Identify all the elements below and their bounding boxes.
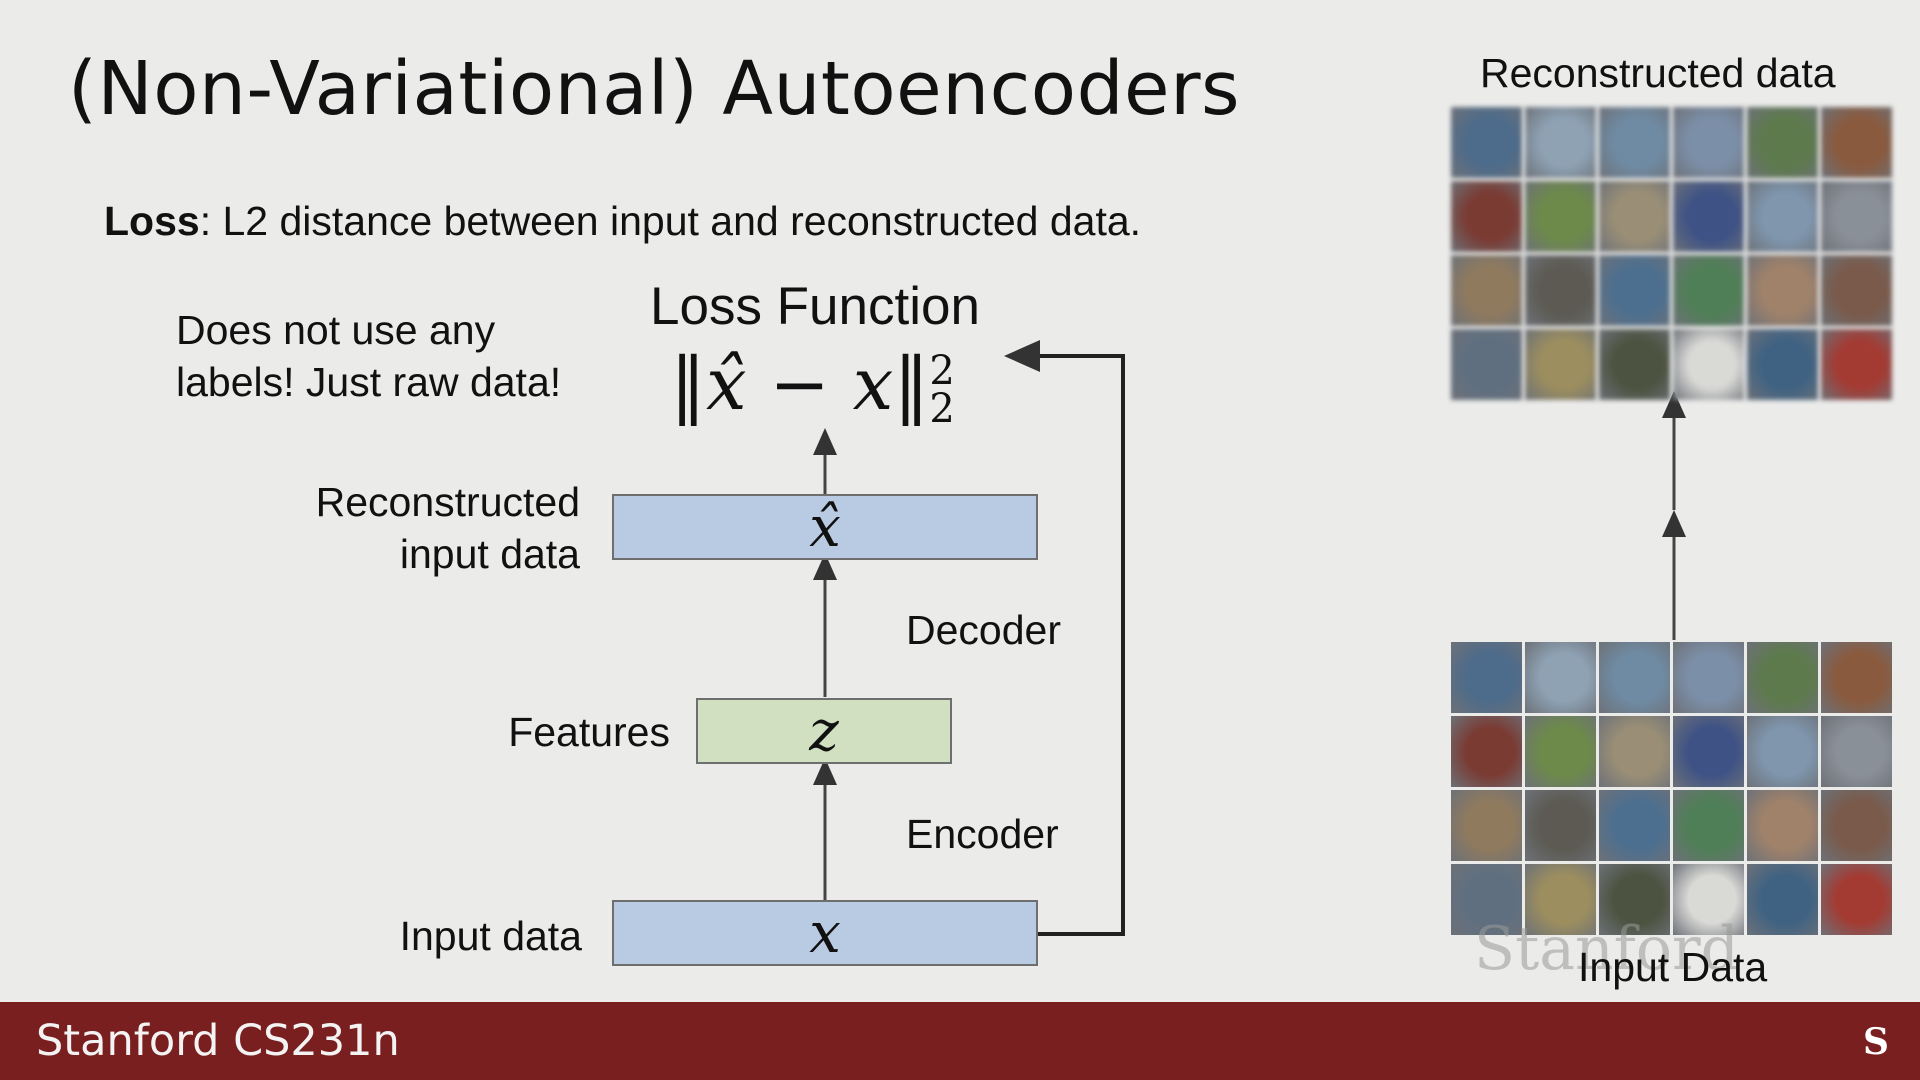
loss-description: Loss: L2 distance between input and reco… <box>104 198 1141 245</box>
encoder-label: Encoder <box>906 811 1059 857</box>
thumbnail-image <box>1747 107 1818 178</box>
loss-label: Loss <box>104 198 200 244</box>
no-labels-note: Does not use any labels! Just raw data! <box>176 304 561 408</box>
input-feedback-arrow <box>1004 340 1125 936</box>
reconstructed-data-title: Reconstructed data <box>1480 50 1836 96</box>
thumbnail-image <box>1451 642 1522 713</box>
thumbnail-image <box>1599 790 1670 861</box>
thumbnail-image <box>1673 716 1744 787</box>
thumbnail-image <box>1525 329 1596 400</box>
input-image-grid <box>1451 642 1892 935</box>
thumbnail-image <box>1821 716 1892 787</box>
thumbnail-image <box>1525 255 1596 326</box>
reconstructed-label-line-1: Reconstructed <box>315 479 580 525</box>
course-title: Stanford CS231n <box>36 1016 400 1066</box>
thumbnail-image <box>1673 181 1744 252</box>
thumbnail-image <box>1451 181 1522 252</box>
thumbnail-image <box>1747 716 1818 787</box>
thumbnail-image <box>1525 864 1596 935</box>
thumbnail-image <box>1673 642 1744 713</box>
thumbnail-image <box>1821 642 1892 713</box>
thumbnail-image <box>1747 790 1818 861</box>
thumbnail-image <box>1747 642 1818 713</box>
thumbnail-image <box>1747 329 1818 400</box>
features-box: z <box>696 698 952 764</box>
thumbnail-image <box>1599 107 1670 178</box>
thumbnail-image <box>1599 255 1670 326</box>
thumbnail-image <box>1525 107 1596 178</box>
thumbnail-image <box>1821 864 1892 935</box>
input-data-title: Input Data <box>1578 944 1768 990</box>
thumbnail-image <box>1525 181 1596 252</box>
reconstructed-image-grid <box>1451 107 1892 400</box>
formula-superscript: 2 <box>929 348 955 394</box>
thumbnail-image <box>1525 642 1596 713</box>
thumbnail-image <box>1599 329 1670 400</box>
formula-minus: − <box>746 342 853 426</box>
reconstructed-label-line-2: input data <box>399 531 580 577</box>
slide-title: (Non-Variational) Autoencoders <box>68 46 1241 132</box>
loss-text: : L2 distance between input and reconstr… <box>199 198 1142 244</box>
thumbnail-image <box>1599 642 1670 713</box>
formula-xhat: x̂ <box>706 342 747 426</box>
stanford-watermark: Stanford <box>1474 914 1740 984</box>
thumbnail-image <box>1525 716 1596 787</box>
norm-close: ‖ <box>893 342 930 426</box>
thumbnail-image <box>1451 255 1522 326</box>
footer-bar <box>0 1002 1920 1080</box>
thumbnail-image <box>1821 255 1892 326</box>
thumbnail-image <box>1747 255 1818 326</box>
note-line-2: labels! Just raw data! <box>176 359 562 405</box>
decoder-label: Decoder <box>906 607 1061 653</box>
thumbnail-image <box>1525 790 1596 861</box>
thumbnail-image <box>1451 716 1522 787</box>
thumbnail-image <box>1673 255 1744 326</box>
thumbnail-image <box>1673 864 1744 935</box>
thumbnail-image <box>1451 329 1522 400</box>
thumbnail-image <box>1747 864 1818 935</box>
thumbnail-image <box>1451 107 1522 178</box>
thumbnail-image <box>1451 864 1522 935</box>
stanford-logo-icon: S <box>1863 1021 1889 1063</box>
input-box: x <box>612 900 1038 966</box>
thumbnail-image <box>1673 329 1744 400</box>
thumbnail-image <box>1821 107 1892 178</box>
input-data-label: Input data <box>399 913 582 959</box>
thumbnail-image <box>1599 716 1670 787</box>
thumbnail-image <box>1821 790 1892 861</box>
thumbnail-image <box>1821 329 1892 400</box>
formula-x: x <box>852 342 894 426</box>
thumbnail-image <box>1599 181 1670 252</box>
thumbnail-image <box>1599 864 1670 935</box>
reconstructed-input-label: Reconstructed input data <box>260 476 580 580</box>
thumbnail-image <box>1451 790 1522 861</box>
loss-function-title: Loss Function <box>650 277 980 336</box>
formula-subscript: 2 <box>929 386 955 432</box>
thumbnail-image <box>1821 181 1892 252</box>
thumbnail-image <box>1747 181 1818 252</box>
thumbnail-image <box>1673 790 1744 861</box>
norm-open: ‖ <box>670 342 706 426</box>
thumbnail-image <box>1673 107 1744 178</box>
note-line-1: Does not use any <box>176 307 496 353</box>
features-label: Features <box>508 709 670 755</box>
reconstructed-box: x̂ <box>612 494 1038 560</box>
